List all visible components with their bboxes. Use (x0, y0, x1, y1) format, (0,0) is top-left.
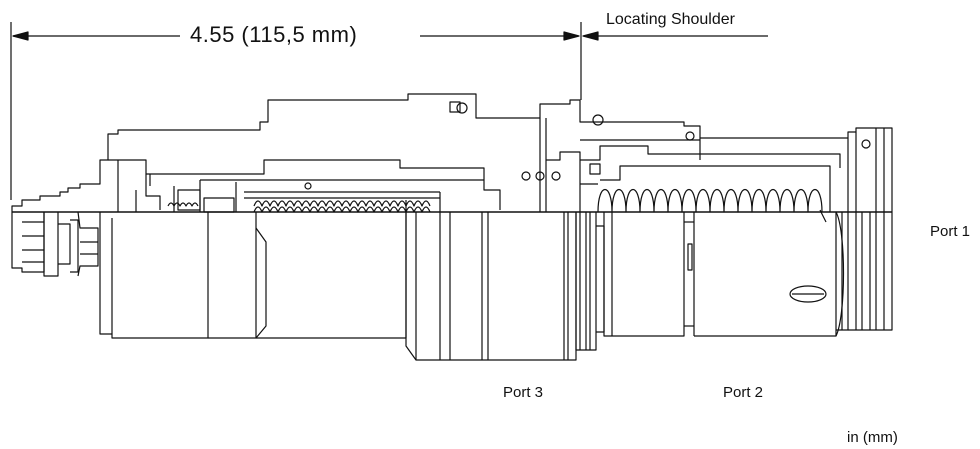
port1-label: Port 1 (930, 223, 971, 240)
housing-exterior-outline (11, 211, 893, 361)
dimension-label: 4.55 (115,5 mm) (190, 22, 358, 47)
port3-label: Port 3 (503, 384, 544, 401)
units-label: in (mm) (847, 429, 898, 446)
port2-label: Port 2 (723, 384, 764, 401)
locating-shoulder-label: Locating Shoulder (606, 11, 735, 28)
housing-section-outline (11, 93, 893, 223)
overall-length-dimension (10, 22, 768, 200)
